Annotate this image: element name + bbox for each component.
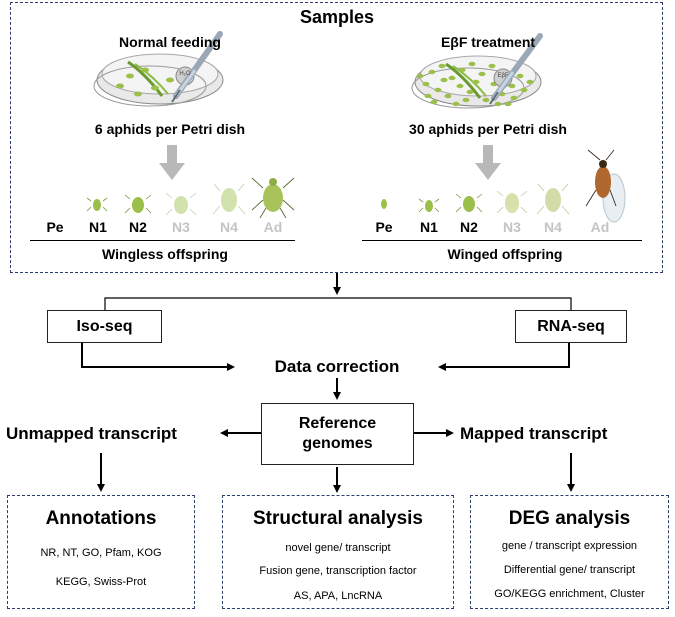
stage-n4-right: N4 bbox=[544, 219, 562, 235]
left-dish-label: H₂O bbox=[179, 71, 191, 77]
left-offspring-label: Wingless offspring bbox=[102, 246, 228, 262]
annotations-title: Annotations bbox=[45, 508, 157, 529]
rna-seq-box: RNA-seq bbox=[515, 310, 627, 343]
mapped-transcript-label: Mapped transcript bbox=[460, 424, 608, 443]
petri-dish-left bbox=[93, 31, 224, 107]
annotations-line-2: KEGG, Swiss-Prot bbox=[55, 576, 147, 588]
aphid-n4-left bbox=[212, 183, 246, 215]
annotations-panel bbox=[7, 495, 195, 609]
data-correction-label: Data correction bbox=[274, 357, 400, 376]
structural-analysis-title: Structural analysis bbox=[252, 508, 424, 529]
stage-n2-left: N2 bbox=[129, 219, 147, 235]
stage-n2-right: N2 bbox=[460, 219, 478, 235]
reference-genomes-box: Reference genomes bbox=[261, 403, 414, 465]
flow-connectors bbox=[81, 273, 575, 493]
annotations-line-1: NR, NT, GO, Pfam, KOG bbox=[40, 547, 162, 559]
structural-line-2: Fusion gene, transcription factor bbox=[259, 565, 417, 577]
deg-line-3: GO/KEGG enrichment, Cluster bbox=[494, 588, 645, 600]
aphid-n1-right bbox=[418, 198, 440, 213]
deg-line-1: gene / transcript expression bbox=[501, 540, 638, 552]
aphid-n2-left bbox=[124, 194, 152, 214]
aphid-n4-right bbox=[536, 183, 570, 215]
structural-line-3: AS, APA, LncRNA bbox=[293, 590, 383, 602]
grey-arrow-right bbox=[475, 145, 501, 180]
deg-analysis-panel bbox=[470, 495, 669, 609]
structural-line-1: novel gene/ transcript bbox=[285, 542, 391, 554]
aphid-n1-left bbox=[86, 197, 108, 212]
deg-line-2: Differential gene/ transcript bbox=[503, 564, 636, 576]
stage-n1-right: N1 bbox=[420, 219, 438, 235]
petri-dish-right bbox=[411, 33, 543, 109]
stage-ad-left: Ad bbox=[263, 219, 283, 235]
right-density-label: 30 aphids per Petri dish bbox=[409, 121, 567, 137]
stage-ad-right: Ad bbox=[590, 219, 610, 235]
stage-pe-left: Pe bbox=[46, 219, 64, 235]
iso-seq-box: Iso-seq bbox=[47, 310, 162, 343]
right-dish-label: EβF bbox=[497, 73, 509, 79]
stage-pe-right: Pe bbox=[375, 219, 393, 235]
samples-title: Samples bbox=[299, 7, 375, 27]
stage-n4-left: N4 bbox=[220, 219, 238, 235]
aphid-n3-left bbox=[165, 192, 197, 216]
left-density-label: 6 aphids per Petri dish bbox=[94, 121, 246, 137]
right-treatment-label: EβF treatment bbox=[440, 34, 536, 50]
samples-panel bbox=[10, 2, 663, 273]
deg-analysis-title: DEG analysis bbox=[508, 508, 631, 529]
aphid-ad-right bbox=[585, 149, 626, 223]
unmapped-transcript-label: Unmapped transcript bbox=[6, 424, 177, 443]
aphid-n3-right bbox=[496, 190, 528, 214]
aphid-pe-right bbox=[381, 199, 387, 209]
stage-n3-right: N3 bbox=[503, 219, 521, 235]
reference-line-2: genomes bbox=[302, 435, 373, 452]
aphid-n2-right bbox=[455, 193, 483, 213]
right-offspring-label: Winged offspring bbox=[447, 246, 563, 262]
left-divider bbox=[30, 240, 295, 241]
stage-n3-left: N3 bbox=[172, 219, 190, 235]
grey-arrow-left bbox=[159, 145, 185, 180]
stage-n1-left: N1 bbox=[89, 219, 107, 235]
aphid-ad-left bbox=[251, 177, 295, 219]
left-treatment-label: Normal feeding bbox=[119, 34, 221, 50]
structural-analysis-panel bbox=[222, 495, 454, 609]
reference-line-1: Reference bbox=[298, 415, 377, 432]
right-divider bbox=[362, 240, 642, 241]
